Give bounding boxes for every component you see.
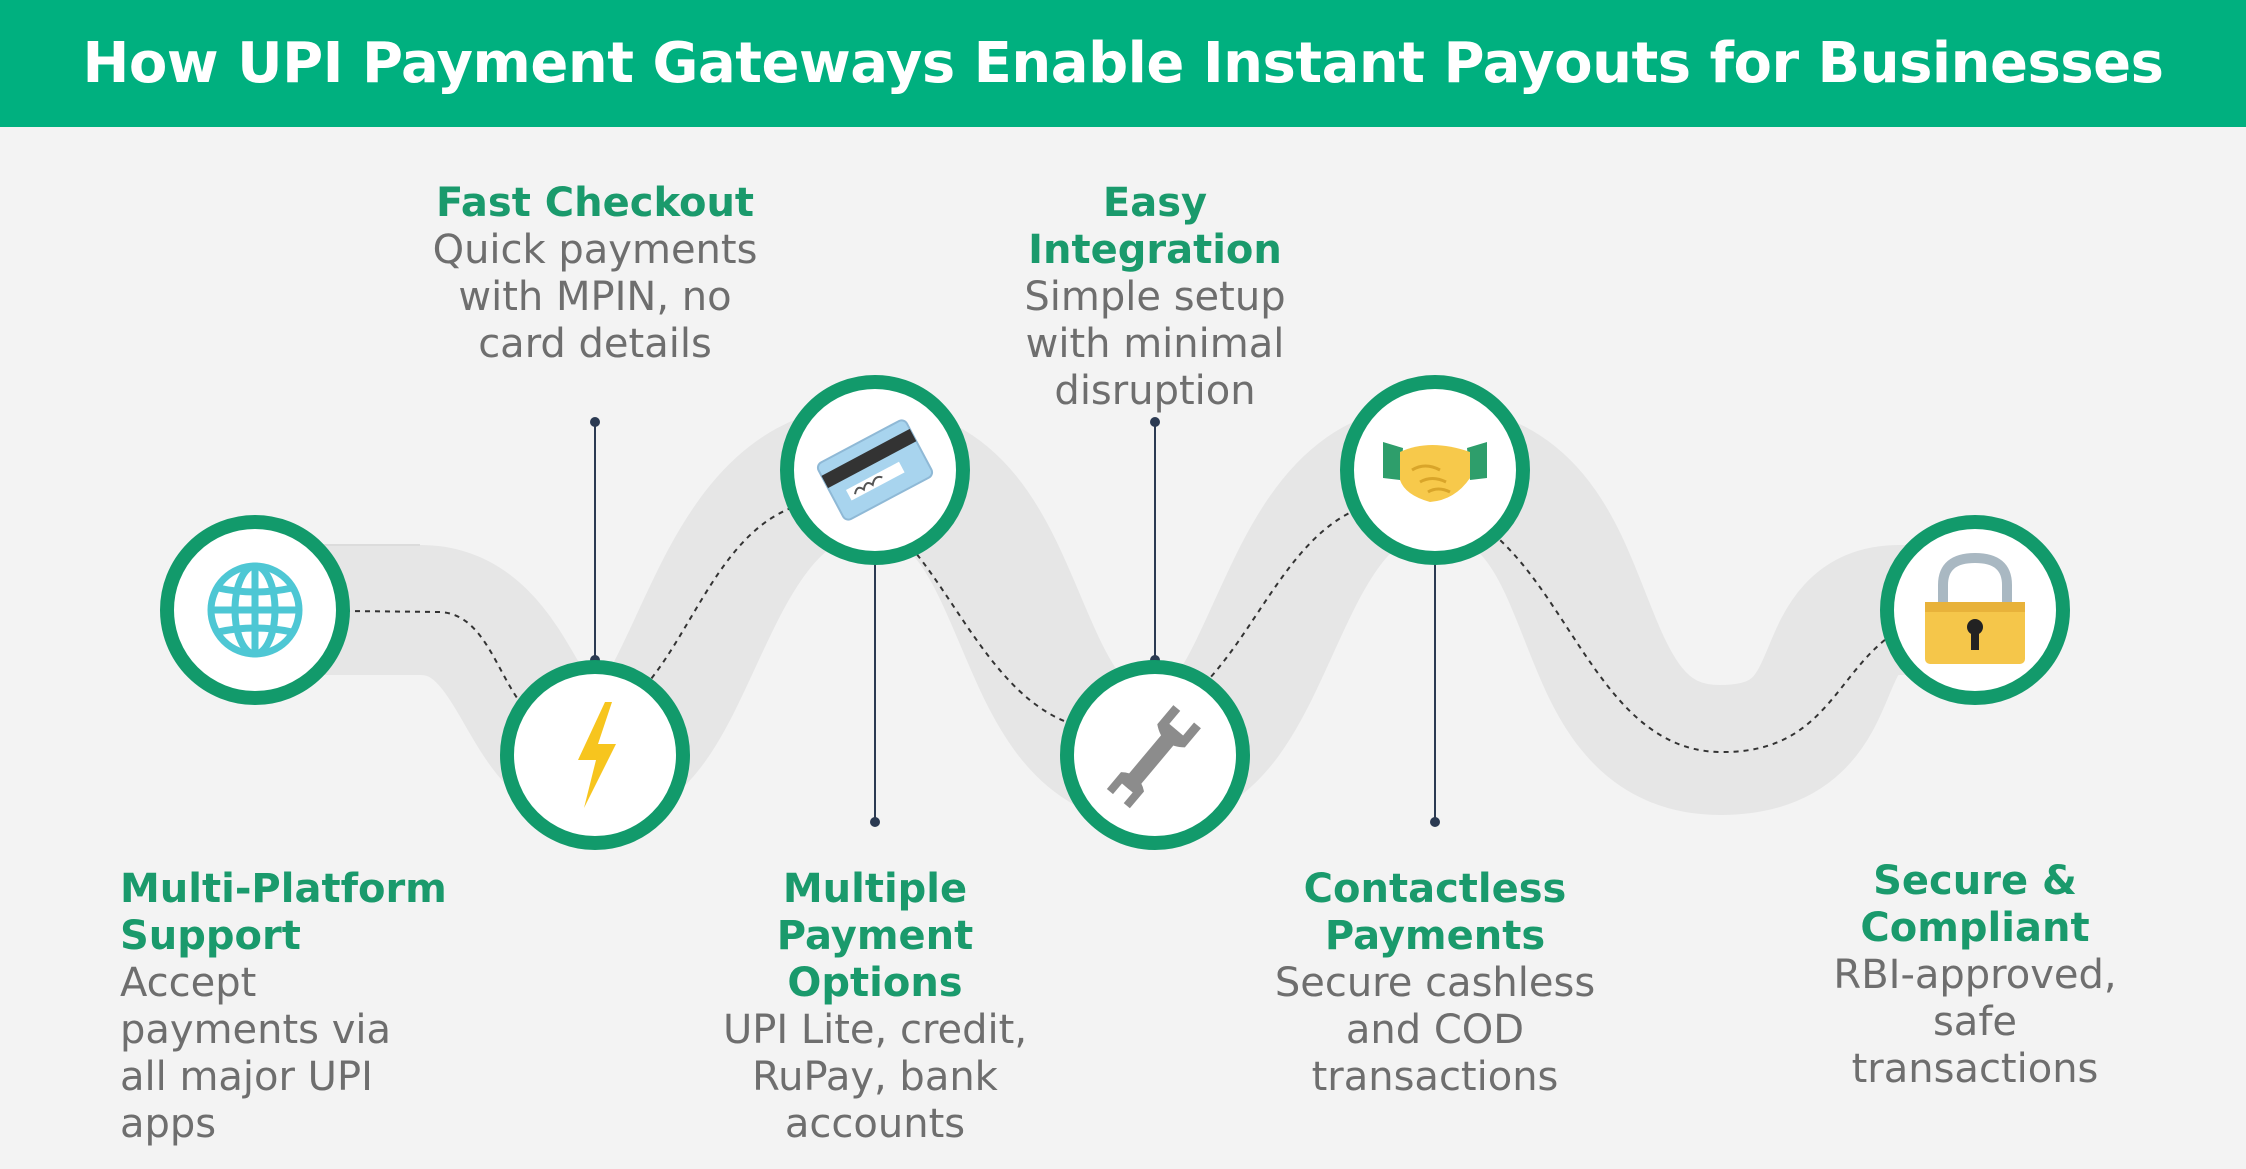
node-fast-checkout xyxy=(500,660,690,850)
page-title: How UPI Payment Gateways Enable Instant … xyxy=(82,31,2164,96)
node-easy-integration xyxy=(1060,660,1250,850)
step-title: Secure & Compliant xyxy=(1860,858,2090,951)
handshake-icon xyxy=(1383,442,1487,502)
step-easy-integration: Easy Integration Simple setup with minim… xyxy=(980,180,1330,415)
step-description: Quick payments with MPIN, no card detail… xyxy=(432,227,758,367)
padlock-icon xyxy=(1925,552,2025,664)
step-title: Fast Checkout xyxy=(435,180,755,226)
step-description: UPI Lite, credit, RuPay, bank accounts xyxy=(722,1007,1028,1147)
node-contactless xyxy=(1340,375,1530,565)
step-title: Contactless Payments xyxy=(1303,866,1567,959)
lightning-bolt-icon xyxy=(578,702,616,808)
step-multiple-payment: Multiple Payment Options UPI Lite, credi… xyxy=(700,866,1050,1148)
wrench-icon xyxy=(1106,705,1201,809)
step-description: Secure cashless and COD transactions xyxy=(1274,960,1596,1100)
node-multiple-payment xyxy=(780,375,970,565)
node-multi-platform xyxy=(160,515,350,705)
step-description: Accept payments via all major UPI apps xyxy=(120,960,392,1147)
step-title: Multi-Platform Support xyxy=(120,866,447,959)
header-banner: How UPI Payment Gateways Enable Instant … xyxy=(0,0,2246,127)
step-description: RBI-approved, safe transactions xyxy=(1833,952,2117,1092)
step-title: Easy Integration xyxy=(1028,180,1282,273)
step-title: Multiple Payment Options xyxy=(776,866,974,1006)
step-fast-checkout: Fast Checkout Quick payments with MPIN, … xyxy=(430,180,760,368)
step-description: Simple setup with minimal disruption xyxy=(1024,274,1286,414)
step-secure-compliant: Secure & Compliant RBI-approved, safe tr… xyxy=(1820,858,2130,1093)
step-multi-platform: Multi-Platform Support Accept payments v… xyxy=(120,866,450,1148)
credit-card-icon xyxy=(816,419,934,521)
globe-icon xyxy=(207,562,303,658)
step-contactless: Contactless Payments Secure cashless and… xyxy=(1265,866,1605,1101)
node-secure-compliant xyxy=(1880,515,2070,705)
